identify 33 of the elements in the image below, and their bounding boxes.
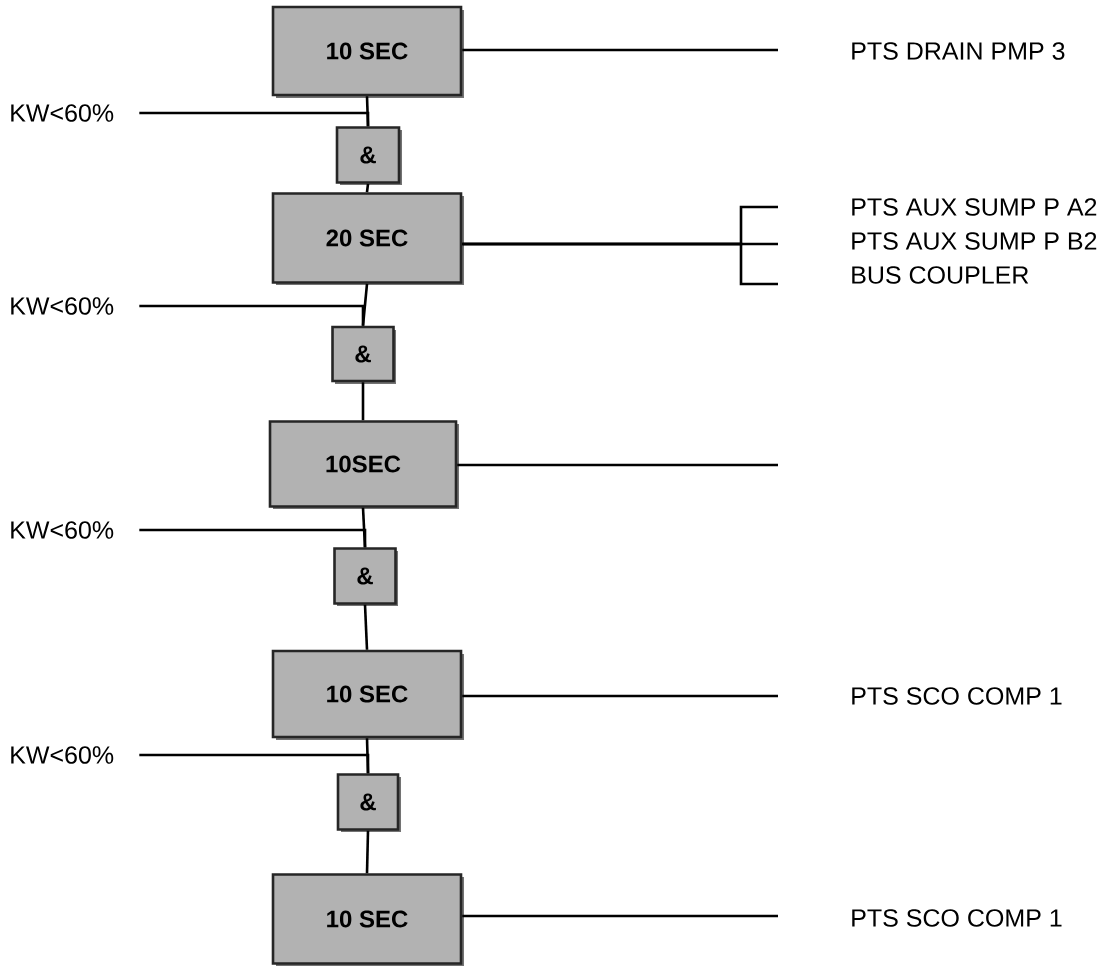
connector-line (363, 604, 369, 650)
output-label: PTS DRAIN PMP 3 (852, 42, 1065, 60)
timer-box: 10SEC (268, 420, 459, 509)
connector-line (462, 914, 778, 918)
output-label: BUS COUPLER (852, 266, 1029, 284)
connector-line (462, 48, 778, 52)
connector-line (462, 242, 778, 286)
connector-line (457, 463, 778, 467)
timer-box: 20 SEC (271, 192, 464, 285)
input-signal-label: KW<60% (11, 746, 114, 764)
input-signal-label: KW<60% (11, 297, 114, 315)
connector-line (361, 382, 365, 421)
connector-line (361, 283, 369, 326)
connector-line (365, 830, 370, 874)
connector-line (139, 304, 365, 326)
connector-line (462, 694, 778, 698)
input-signal-label: KW<60% (11, 521, 114, 539)
output-label: PTS AUX SUMP P A2 (852, 198, 1097, 216)
and-gate-box: & (335, 126, 402, 185)
connector-line (139, 753, 370, 774)
timer-box: 10 SEC (271, 873, 464, 966)
output-label: PTS SCO COMP 1 (852, 909, 1062, 927)
output-label: PTS SCO COMP 1 (852, 687, 1062, 705)
and-gate-box: & (331, 325, 396, 384)
output-label: PTS AUX SUMP P B2 (852, 232, 1097, 250)
connector-line (139, 528, 367, 548)
and-gate-box: & (333, 547, 398, 606)
connector-line (139, 111, 370, 127)
timer-box: 10 SEC (271, 5, 464, 98)
and-gate-box: & (336, 773, 401, 832)
timer-box: 10 SEC (271, 649, 464, 740)
connector-line (365, 183, 370, 193)
input-signal-label: KW<60% (11, 104, 114, 122)
